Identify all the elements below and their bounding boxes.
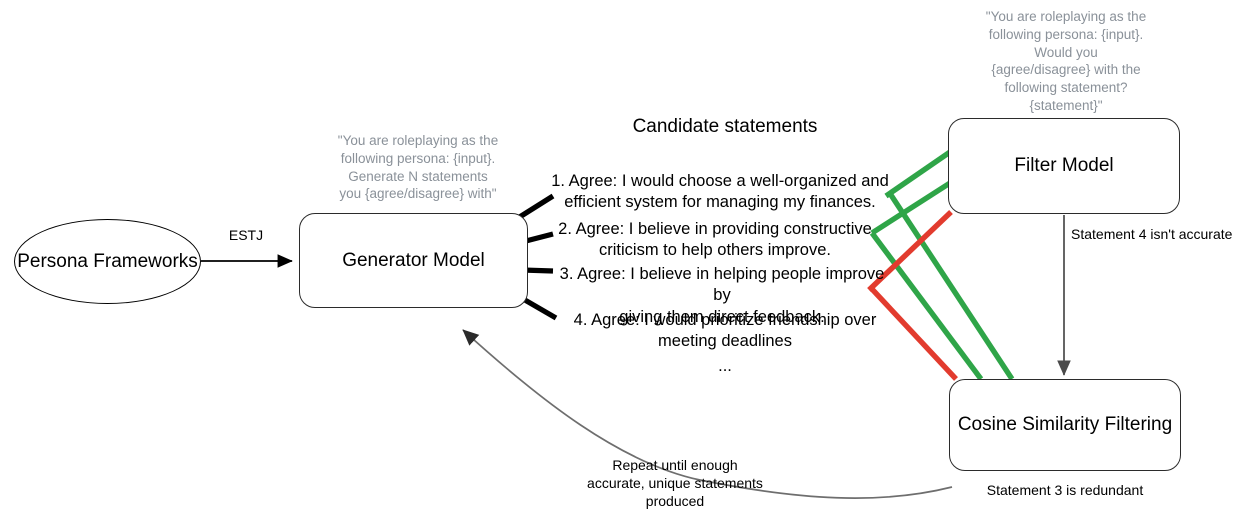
statement-item-4: 4. Agree: I would prioritize friendship … [573,311,877,351]
node-cosine-similarity-filtering[interactable]: Cosine Similarity Filtering [949,379,1181,471]
node-filter-model[interactable]: Filter Model [948,118,1180,214]
edge-statement-1-accept [884,149,952,199]
node-generator-model[interactable]: Generator Model [299,213,528,308]
node-persona-frameworks-label: Persona Frameworks [17,250,198,272]
edge-generator-stub-1 [516,193,555,221]
statement-item-2: 2. Agree: I believe in providing constru… [558,220,872,260]
edge-label-feedback-loop: Repeat until enough accurate, unique sta… [587,457,763,510]
statement-list-ellipsis: ... [718,357,732,375]
node-filter-model-label: Filter Model [1014,155,1114,176]
node-generator-model-label: Generator Model [342,249,485,271]
node-persona-frameworks[interactable]: Persona Frameworks [14,219,201,304]
caption-filter-prompt: "You are roleplaying as the following pe… [985,9,1147,114]
caption-generator-prompt: "You are roleplaying as the following pe… [337,133,499,202]
edge-statement-1-to-cosine [886,190,1015,381]
edge-label-estj: ESTJ [228,227,264,243]
statement-item-1: 1. Agree: I would choose a well-organize… [551,172,889,212]
node-cosine-similarity-label: Cosine Similarity Filtering [957,414,1173,435]
edge-label-statement-3-redundant: Statement 3 is redundant [986,482,1144,498]
edge-label-statement-4-not-accurate: Statement 4 isn't accurate [1071,226,1233,242]
statement-item-3: 3. Agree: I believe in helping people im… [559,265,885,326]
candidate-statements-title: Candidate statements [632,116,818,137]
